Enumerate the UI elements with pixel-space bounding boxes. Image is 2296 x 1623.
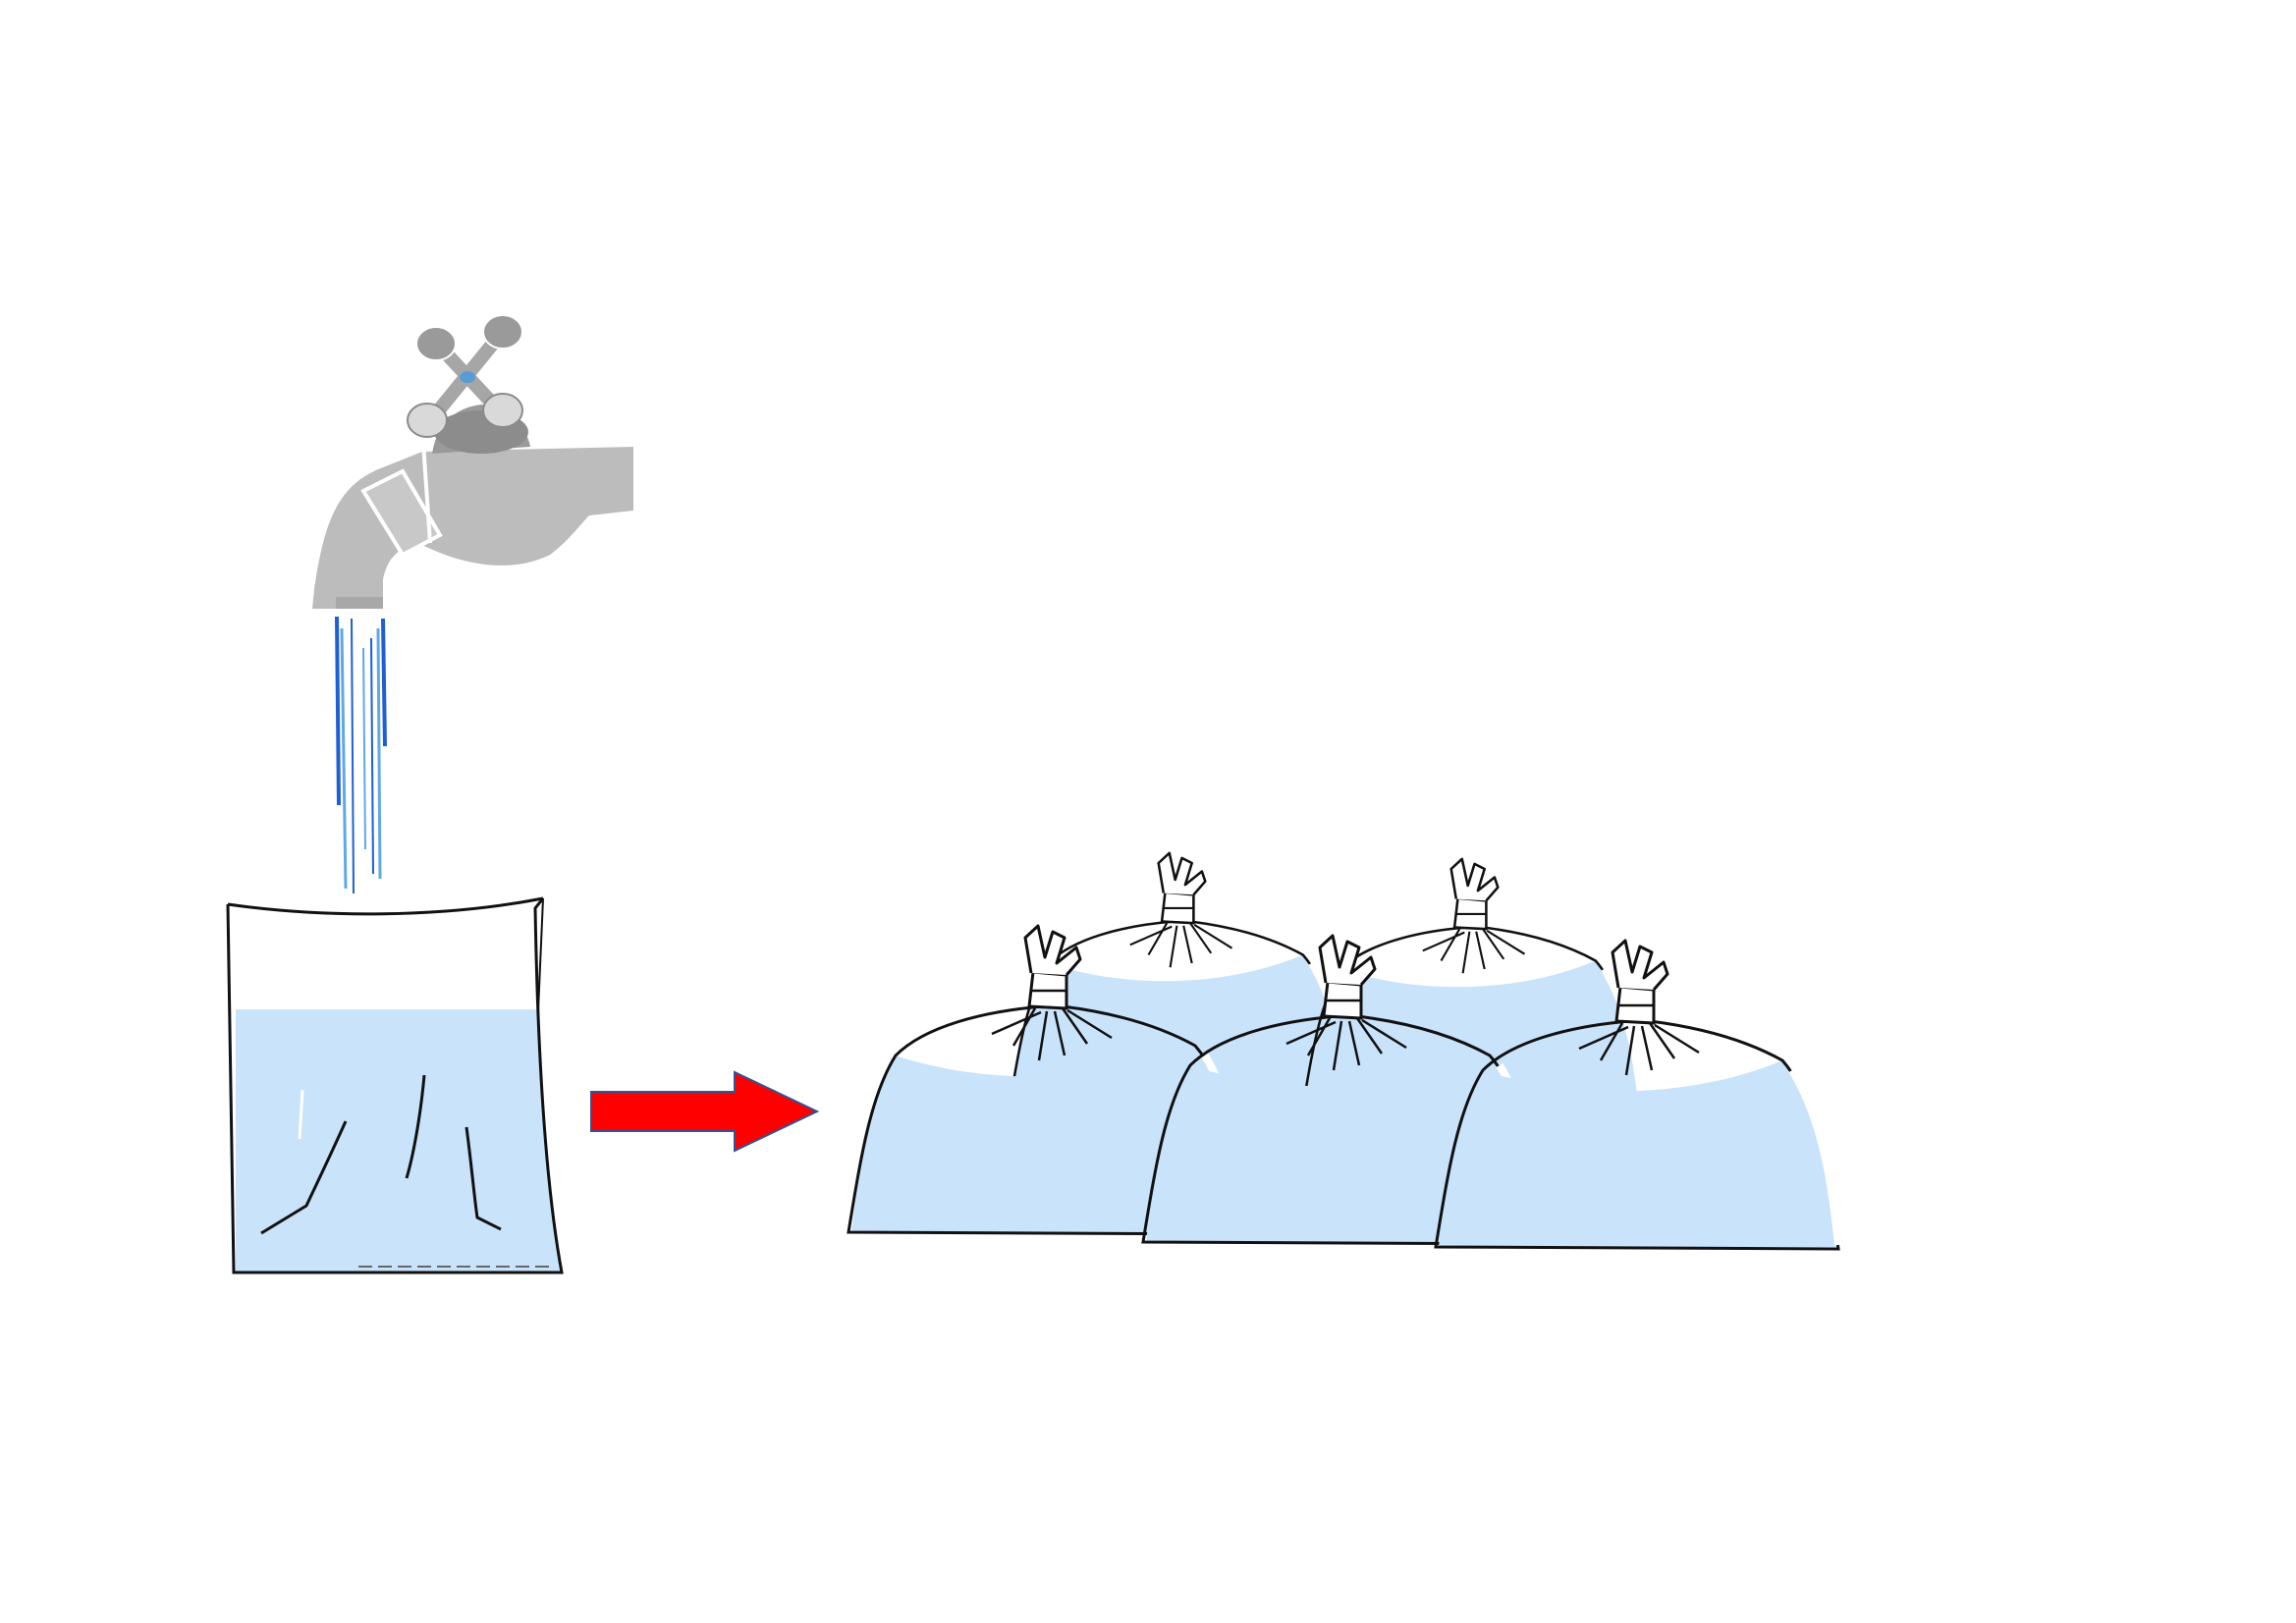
water-stream-icon: [335, 616, 387, 894]
arrow-right-icon: [590, 1070, 820, 1153]
faucet-icon: [312, 0, 633, 609]
tied-water-bag-group: [848, 853, 1838, 1249]
faucet-handle-icon: [407, 314, 523, 438]
water-bag-icon: [226, 896, 564, 1274]
